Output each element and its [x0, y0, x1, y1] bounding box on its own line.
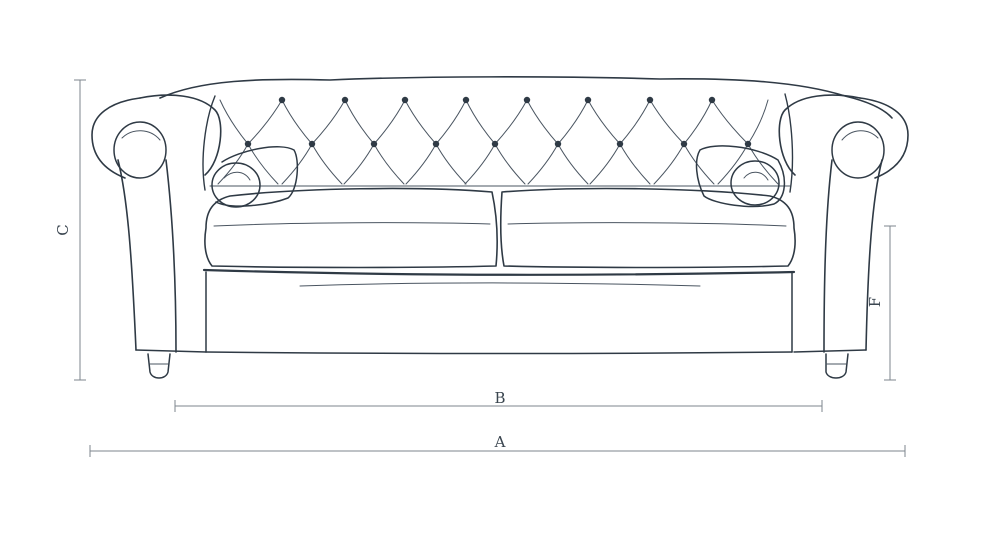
tuft-seam	[281, 99, 313, 145]
dimension-a: A	[89, 433, 906, 457]
tuft-seam	[465, 99, 496, 145]
tuft-seam	[619, 99, 651, 145]
sofa-base	[202, 268, 796, 355]
tuft-button	[244, 140, 252, 148]
tuft-button	[584, 96, 592, 104]
seat-cushion-left	[204, 187, 498, 269]
tuft-seam	[494, 99, 528, 145]
tuft-button	[616, 140, 624, 148]
tuft-button	[432, 140, 440, 148]
tuft-seam	[217, 143, 249, 185]
tuft-button	[744, 140, 752, 148]
tuft-seam	[717, 143, 749, 185]
tuft-seam	[557, 99, 589, 145]
tuft-seam	[683, 99, 713, 145]
tuft-seam	[435, 143, 467, 185]
tuft-seam	[405, 143, 437, 185]
tuft-button	[523, 96, 531, 104]
tuft-button	[370, 140, 378, 148]
tuft-seam	[435, 99, 467, 145]
sofa-back	[159, 76, 893, 193]
tuft-button	[646, 96, 654, 104]
tuft-button	[401, 96, 409, 104]
tuft-seam	[527, 143, 559, 185]
tuft-button	[462, 96, 470, 104]
tufting-pattern	[217, 96, 779, 185]
bolster-pillow-right	[695, 145, 786, 208]
seat-cushion-right	[499, 187, 796, 269]
tuft-seam	[619, 143, 651, 185]
tuft-seam	[343, 143, 375, 185]
tuft-button	[708, 96, 716, 104]
tuft-seam	[747, 143, 779, 185]
sofa-left-arm	[91, 94, 222, 379]
tuft-seam	[247, 143, 279, 185]
tuft-seam	[589, 143, 621, 185]
tuft-seam	[587, 99, 621, 145]
sofa-right-arm	[778, 94, 909, 379]
dimension-label-f: F	[866, 297, 884, 307]
tuft-seam	[344, 99, 375, 145]
tuft-seam	[747, 99, 769, 145]
tuft-button	[341, 96, 349, 104]
bolster-pillow-left	[211, 146, 299, 208]
tuft-button	[554, 140, 562, 148]
tuft-seam	[464, 143, 496, 185]
tuft-seam	[711, 99, 749, 145]
tuft-seam	[653, 143, 685, 185]
tuft-seam	[247, 99, 283, 145]
tuft-button	[491, 140, 499, 148]
dimension-label-b: B	[494, 389, 505, 407]
dimension-b: B	[174, 389, 823, 412]
tuft-seam	[557, 143, 589, 185]
dimension-c: C	[54, 79, 86, 381]
dimension-label-c: C	[54, 224, 72, 235]
tuft-seam	[404, 99, 437, 145]
dimension-label-a: A	[494, 433, 506, 451]
tuft-seam	[281, 143, 313, 185]
tuft-seam	[219, 99, 249, 145]
tuft-seam	[311, 99, 346, 145]
tuft-seam	[494, 143, 526, 185]
tuft-seam	[373, 143, 405, 185]
tuft-seam	[649, 99, 685, 145]
tuft-seam	[683, 143, 715, 185]
dimension-f: F	[866, 225, 896, 381]
tuft-button	[308, 140, 316, 148]
tuft-seam	[373, 99, 406, 145]
tuft-seam	[526, 99, 559, 145]
tuft-button	[680, 140, 688, 148]
tuft-seam	[311, 143, 343, 185]
tuft-button	[278, 96, 286, 104]
